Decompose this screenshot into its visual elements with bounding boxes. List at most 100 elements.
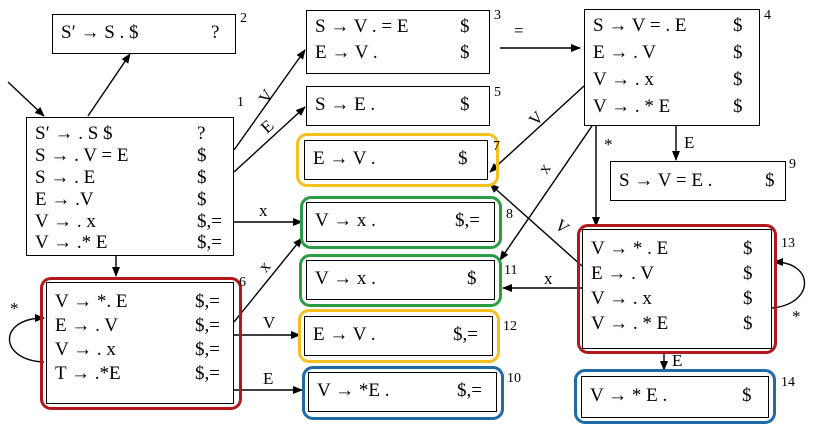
lookahead: $,= [197,232,222,253]
lookahead: $ [733,15,743,36]
lookahead: $ [733,42,743,63]
arrow-4-11 [499,125,593,261]
lookahead: $ [197,145,207,166]
highlight-state-8 [300,196,502,249]
edge-label: E [672,351,683,370]
lookahead: $ [743,238,753,259]
highlight-state-10 [302,366,504,420]
lookahead: $ [467,268,477,289]
arrow-1-2 [87,53,131,117]
state-14-box: V → * E . $ [581,376,769,418]
state-9-box: S → V = E . $ [610,161,786,201]
production: E → V . [313,324,376,345]
production: S → V = . E [593,15,687,36]
highlight-state-12 [298,309,500,363]
state-number: 8 [506,207,513,222]
state-number: 3 [494,8,501,23]
lookahead: $ [765,170,775,191]
production: S′ → S . $ [61,22,139,43]
highlight-state-6 [40,277,242,410]
production: V → * . E [591,238,669,259]
state-7-box: E → V . $ [304,140,488,180]
edge-label: * [10,299,19,318]
edge-label: E [684,133,695,152]
lookahead: $,= [197,211,222,232]
production: E → V . [313,148,376,169]
arrow-6-self [8,314,45,363]
state-10-box: V → *E . $,= [308,372,497,412]
edge-label: * [792,307,801,326]
state-number: 9 [789,157,796,172]
lookahead: $ [733,96,743,117]
edge-label: V [263,313,276,332]
lookahead: $,= [195,291,220,312]
state-3-box: S → V . = E $ E → V . $ [306,10,490,74]
production: V → *. E [55,291,128,312]
arrow-13-7 [489,183,583,267]
lookahead: $ [458,148,468,169]
state-4-box: S → V = . E $ E → . V $ V → . x $ V → . * E… [584,9,760,126]
production: V → . x [593,69,654,90]
lookahead: $ [733,69,743,90]
edge-label: x [544,269,553,288]
production: V → * E . [590,385,668,406]
lookahead: $,= [195,315,220,336]
lookahead: $ [197,189,207,210]
lookahead: $ [742,385,752,406]
edge-label: = [514,21,524,40]
production: V → .* E [35,232,108,253]
production: V → . * E [591,313,669,334]
state-number: 5 [494,85,501,100]
state-11-box: V → x . $ [306,260,495,300]
production: V → . x [35,211,96,232]
lookahead: $ [197,167,207,188]
lookahead: $,= [195,339,220,360]
lookahead: $ [743,313,753,334]
highlight-state-11 [299,254,502,307]
arrow-13-self [771,258,806,309]
state-number: 13 [781,236,795,251]
state-number: 2 [240,11,247,26]
highlight-state-14 [574,369,776,424]
state-12-box: E → V . $,= [304,316,493,356]
state-1-box: S′ → . S $? S → . V = E$ S → . E$ E → .V… [26,117,234,256]
highlight-state-13 [577,224,777,354]
state-8-box: V → x .$,= [306,202,495,242]
production: V → x . [315,268,376,289]
production: E → V . [315,42,378,63]
production: E → . V [591,263,654,284]
production: S → V . = E [315,16,409,37]
arrow-1-5 [233,106,306,173]
lookahead: $ [460,94,470,115]
production: S′ → . S $ [35,123,113,144]
production: S → . E [35,167,96,188]
state-5-box: S → E . $ [306,86,490,126]
state-number: 14 [781,375,795,390]
production: E → . V [55,315,118,336]
state-number: 7 [493,139,500,154]
state-number: 10 [507,371,521,386]
lookahead: ? [197,123,206,144]
state-2-box: S′ → S . $? [52,14,236,54]
lookahead: $ [743,288,753,309]
lookahead: $,= [195,363,220,384]
lookahead: $,= [453,324,478,345]
state-number: 1 [237,95,244,110]
state-number: 6 [239,275,246,290]
production: S → V = E . [619,170,713,191]
production: E → . V [593,42,656,63]
production: V → . * E [593,96,671,117]
edge-label: x [259,201,268,220]
arrow-6-8 [233,237,303,323]
lookahead: $ [460,16,470,37]
edge-label: E [263,369,274,388]
state-number: 4 [764,8,771,23]
production: V → . x [591,288,652,309]
lookahead: $ [460,42,470,63]
start-arrow [7,81,45,117]
production: V → *E . [317,380,390,401]
production: S → E . [315,94,376,115]
lookahead: $,= [457,380,482,401]
production: V → . x [55,339,116,360]
